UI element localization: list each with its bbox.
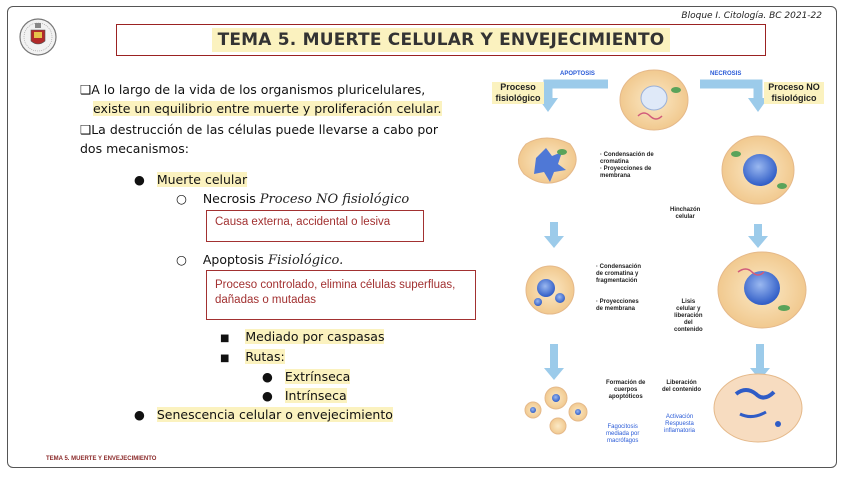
intro-p1-line-b: existe un equilibrio entre muerte y prol… bbox=[93, 101, 442, 116]
page-title: TEMA 5. MUERTE CELULAR Y ENVEJECIMIENTO bbox=[211, 28, 671, 52]
fisiologico-line-2: fisiológico bbox=[495, 93, 541, 103]
intrinseca-label: Intrínseca bbox=[284, 388, 347, 403]
rutas-label: Rutas: bbox=[245, 349, 285, 364]
intro-paragraph-1: ❑A lo largo de la vida de los organismos… bbox=[80, 80, 425, 99]
fago-line-1: Fagocitosis bbox=[607, 424, 638, 430]
activ-line-3: inflamatoria bbox=[664, 428, 696, 434]
list-item-necrosis: ○ Necrosis Proceso NO fisiológico bbox=[176, 189, 409, 209]
proy2-line-2: de membrana bbox=[596, 306, 636, 312]
no-fisiologico-line-2: fisiológico bbox=[771, 93, 817, 103]
square-bullet-icon: ■ bbox=[220, 353, 230, 364]
cond-frag-line-3: fragmentación bbox=[596, 278, 638, 284]
checkbox-bullet-icon: ❑ bbox=[80, 122, 92, 137]
circle-bullet-icon: ○ bbox=[176, 252, 187, 267]
necrosis-box-text: Causa externa, accidental o lesiva bbox=[215, 216, 391, 228]
liberacion-line-1: Liberación bbox=[666, 380, 697, 386]
intro-paragraph-2b: dos mecanismos: bbox=[80, 139, 189, 158]
fago-line-2: mediada por bbox=[606, 431, 640, 437]
necrosis-box: Causa externa, accidental o lesiva bbox=[206, 210, 424, 242]
liberacion-contenido-label: Liberación del contenido bbox=[662, 380, 701, 394]
lisis-line-2: celular y bbox=[676, 306, 701, 312]
bullet-icon: ● bbox=[262, 369, 273, 384]
activ-line-2: Respuesta bbox=[665, 421, 694, 427]
apoptosis-necrosis-diagram: APOPTOSIS NECROSIS Proceso fisiológico P… bbox=[478, 62, 833, 454]
formacion-line-3: apoptóticos bbox=[608, 394, 643, 400]
university-seal-logo bbox=[19, 18, 57, 56]
lisis-celular-label: Lisis celular y liberación del contenido bbox=[674, 299, 703, 334]
condensacion-fragmentacion-label: · Condensación de cromatina y fragmentac… bbox=[596, 264, 641, 285]
header-note: Bloque I. Citología. BC 2021-22 bbox=[681, 11, 822, 21]
lisis-line-1: Lisis bbox=[681, 299, 696, 305]
senescencia-label: Senescencia celular o envejecimiento bbox=[156, 407, 393, 422]
diagram-illustration bbox=[518, 69, 807, 443]
fisiologico-line-1: Proceso bbox=[500, 82, 536, 92]
lisis-line-5: contenido bbox=[674, 327, 703, 333]
lisis-line-4: del bbox=[684, 320, 693, 326]
square-bullet-icon: ■ bbox=[220, 333, 230, 344]
list-item-rutas: ■ Rutas: bbox=[220, 347, 285, 368]
proceso-no-fisiologico-label: Proceso NO fisiológico bbox=[764, 82, 824, 104]
intro-p2-line-a: La destrucción de las células puede llev… bbox=[91, 122, 439, 137]
extrinseca-label: Extrínseca bbox=[284, 369, 351, 384]
footer-text: TEMA 5. MUERTE Y ENVEJECIMIENTO bbox=[46, 456, 157, 462]
mediado-label: Mediado por caspasas bbox=[245, 329, 385, 344]
fagocitosis-label: Fagocitosis mediada por macrófagos bbox=[606, 424, 639, 445]
hinchazon-line-1: Hinchazón bbox=[670, 207, 701, 213]
apoptosis-label: Apoptosis bbox=[202, 252, 264, 267]
intro-paragraph-2: ❑La destrucción de las células puede lle… bbox=[80, 120, 438, 139]
muerte-label: Muerte celular bbox=[156, 172, 248, 187]
apoptosis-handwritten-note: Fisiológico. bbox=[267, 253, 344, 268]
checkbox-bullet-icon: ❑ bbox=[80, 82, 92, 97]
no-fisiologico-line-1: Proceso NO bbox=[768, 82, 820, 92]
lisis-line-3: liberación bbox=[674, 313, 703, 319]
list-item-apoptosis: ○ Apoptosis Fisiológico. bbox=[176, 250, 343, 270]
list-item-muerte: ● Muerte celular bbox=[134, 170, 248, 189]
title-box: TEMA 5. MUERTE CELULAR Y ENVEJECIMIENTO bbox=[116, 24, 766, 56]
activacion-inflamatoria-label: Activación Respuesta inflamatoria bbox=[664, 414, 695, 435]
formacion-line-1: Formación de bbox=[606, 380, 646, 386]
formacion-line-2: cuerpos bbox=[614, 387, 638, 393]
hinchazon-celular-label: Hinchazón celular bbox=[670, 207, 700, 221]
hinchazon-line-2: celular bbox=[675, 214, 695, 220]
slide-frame bbox=[7, 6, 837, 468]
cond-frag-line-1: · Condensación bbox=[596, 264, 642, 270]
proceso-fisiologico-label: Proceso fisiológico bbox=[492, 82, 544, 104]
bullet-icon: ● bbox=[262, 388, 273, 403]
necrosis-tag: NECROSIS bbox=[710, 71, 742, 77]
list-item-mediado: ■ Mediado por caspasas bbox=[220, 327, 385, 348]
condensacion-cromatina-label: · Condensación de cromatina · Proyeccion… bbox=[600, 152, 654, 180]
necrosis-label: Necrosis bbox=[202, 191, 256, 206]
list-item-senescencia: ● Senescencia celular o envejecimiento bbox=[134, 405, 393, 424]
apoptosis-box: Proceso controlado, elimina células supe… bbox=[206, 270, 476, 320]
intro-p1-line-a: A lo largo de la vida de los organismos … bbox=[91, 82, 426, 97]
cond-crom-line-1: · Condensación de bbox=[600, 152, 654, 158]
apoptosis-box-line-1: Proceso controlado, elimina células supe… bbox=[215, 279, 456, 291]
necrosis-handwritten-note: Proceso NO fisiológico bbox=[259, 192, 410, 207]
liberacion-line-2: del contenido bbox=[662, 387, 701, 393]
activ-line-1: Activación bbox=[665, 414, 694, 420]
bullet-icon: ● bbox=[134, 172, 145, 187]
bullet-icon: ● bbox=[134, 407, 145, 422]
fago-line-3: macrófagos bbox=[607, 438, 639, 444]
cond-frag-line-2: de cromatina y bbox=[596, 271, 639, 277]
apoptosis-tag: APOPTOSIS bbox=[560, 71, 595, 77]
proy-line-2: membrana bbox=[600, 173, 631, 179]
proy2-line-1: · Proyecciones bbox=[596, 299, 639, 305]
cond-crom-line-2: cromatina bbox=[600, 159, 629, 165]
circle-bullet-icon: ○ bbox=[176, 191, 187, 206]
apoptosis-box-line-2: dañadas o mutadas bbox=[215, 294, 317, 306]
proy-line-1: · Proyecciones de bbox=[600, 166, 652, 172]
list-item-extrinseca: ● Extrínseca bbox=[262, 367, 351, 386]
proyecciones-membrana-label: · Proyecciones de membrana bbox=[596, 299, 639, 313]
intro-paragraph-1b: existe un equilibrio entre muerte y prol… bbox=[93, 99, 442, 118]
list-item-intrinseca: ● Intrínseca bbox=[262, 386, 347, 405]
intro-p2-line-b: dos mecanismos: bbox=[80, 141, 189, 156]
formacion-cuerpos-label: Formación de cuerpos apoptóticos bbox=[606, 380, 645, 401]
